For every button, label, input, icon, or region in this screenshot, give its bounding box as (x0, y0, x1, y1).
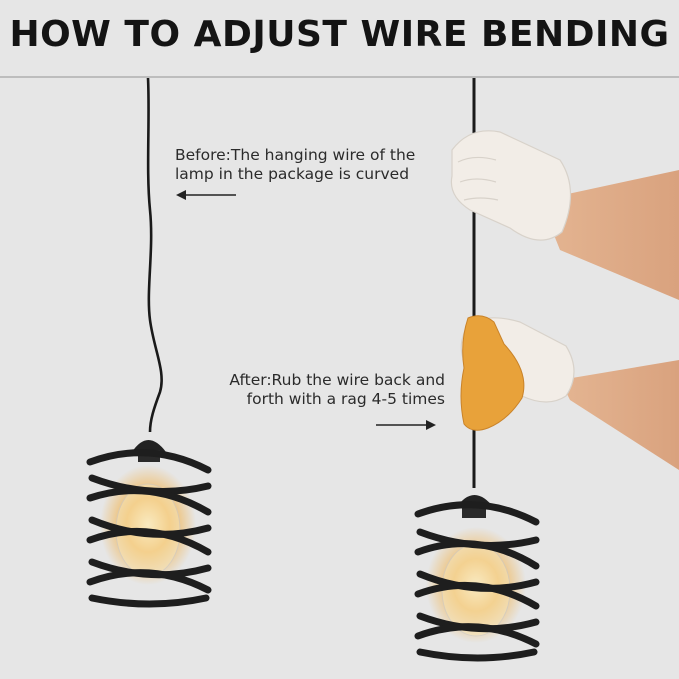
curved-wire (146, 77, 163, 433)
before-line-2: lamp in the package is curved (175, 165, 410, 183)
arrow-right-icon (376, 420, 436, 430)
left-socket-cap (132, 440, 166, 452)
lower-gloved-hand-with-rag (460, 315, 679, 470)
arrow-left-icon (176, 190, 236, 200)
after-line-2: forth with a rag 4-5 times (246, 390, 445, 408)
after-caption: After:Rub the wire back and forth with a… (200, 371, 445, 409)
page-title: HOW TO ADJUST WIRE BENDING (9, 14, 670, 55)
right-spiral-cage (414, 501, 540, 662)
after-line-1: After:Rub the wire back and (229, 371, 445, 389)
left-lamp (86, 77, 212, 608)
rag (460, 315, 525, 431)
left-spiral-cage (86, 449, 212, 608)
title-divider (0, 76, 679, 78)
before-line-1: Before:The hanging wire of the (175, 146, 416, 164)
upper-gloved-hand (450, 130, 679, 300)
right-lamp (414, 78, 540, 662)
before-caption: Before:The hanging wire of the lamp in t… (175, 146, 425, 184)
